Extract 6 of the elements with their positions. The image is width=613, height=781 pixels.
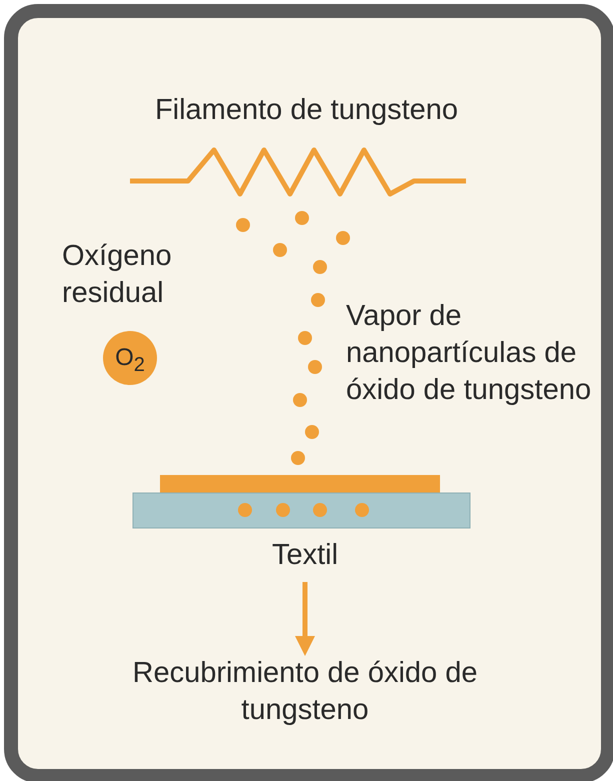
label-text: Vapor de nanopartículas de óxido de tungsteno <box>346 299 592 408</box>
arrow <box>295 582 315 656</box>
coating-label: Recubrimiento de óxido de tungsteno <box>100 655 510 729</box>
label-text: Oxígeno residual <box>62 239 173 311</box>
textile-label: Textil <box>258 537 352 574</box>
label-text: Filamento de tungsteno <box>154 93 460 128</box>
